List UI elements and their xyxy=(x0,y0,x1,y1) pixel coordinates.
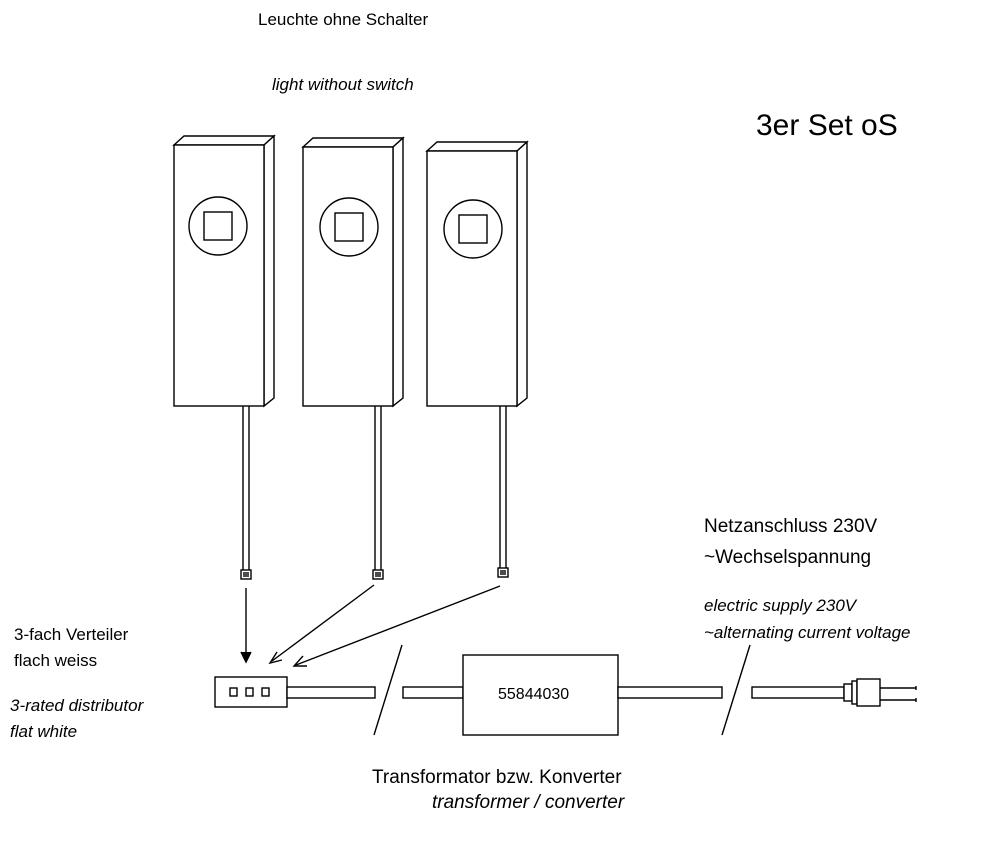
cable xyxy=(286,644,845,736)
lens-ring-3 xyxy=(443,199,503,259)
transformer-label-en: transformer / converter xyxy=(432,792,625,813)
lens-ring-1 xyxy=(188,196,248,256)
lens-square-1 xyxy=(203,211,233,241)
mains-label-en-1: electric supply 230V xyxy=(704,596,857,615)
distributor-label-en-2: flat white xyxy=(10,722,78,741)
lens-square-2 xyxy=(334,212,364,242)
distributor-label-en-1: 3-rated distributor xyxy=(10,696,144,715)
set-title: 3er Set oS xyxy=(756,109,898,142)
light-unit-3 xyxy=(425,140,529,578)
distributor-label-de-1: 3-fach Verteiler xyxy=(14,625,129,644)
power-plug xyxy=(843,678,917,707)
transformer-label-de: Transformator bzw. Konverter xyxy=(372,767,622,788)
lens-ring-2 xyxy=(319,197,379,257)
connection-arrows xyxy=(240,584,501,667)
distributor-label-de-2: flach weiss xyxy=(14,651,98,670)
light-unit-1 xyxy=(172,134,276,580)
distributor xyxy=(214,676,288,708)
light-label-de: Leuchte ohne Schalter xyxy=(258,10,429,29)
transformer-box xyxy=(462,654,619,736)
mains-label-de-1: Netzanschluss 230V xyxy=(704,516,878,537)
light-label-en: light without switch xyxy=(272,75,414,94)
lens-square-3 xyxy=(458,214,488,244)
mains-label-en-2: ~alternating current voltage xyxy=(704,623,911,642)
light-unit-2 xyxy=(301,136,405,580)
transformer-code: 55844030 xyxy=(498,686,570,703)
mains-label-de-2: ~Wechselspannung xyxy=(704,547,872,568)
